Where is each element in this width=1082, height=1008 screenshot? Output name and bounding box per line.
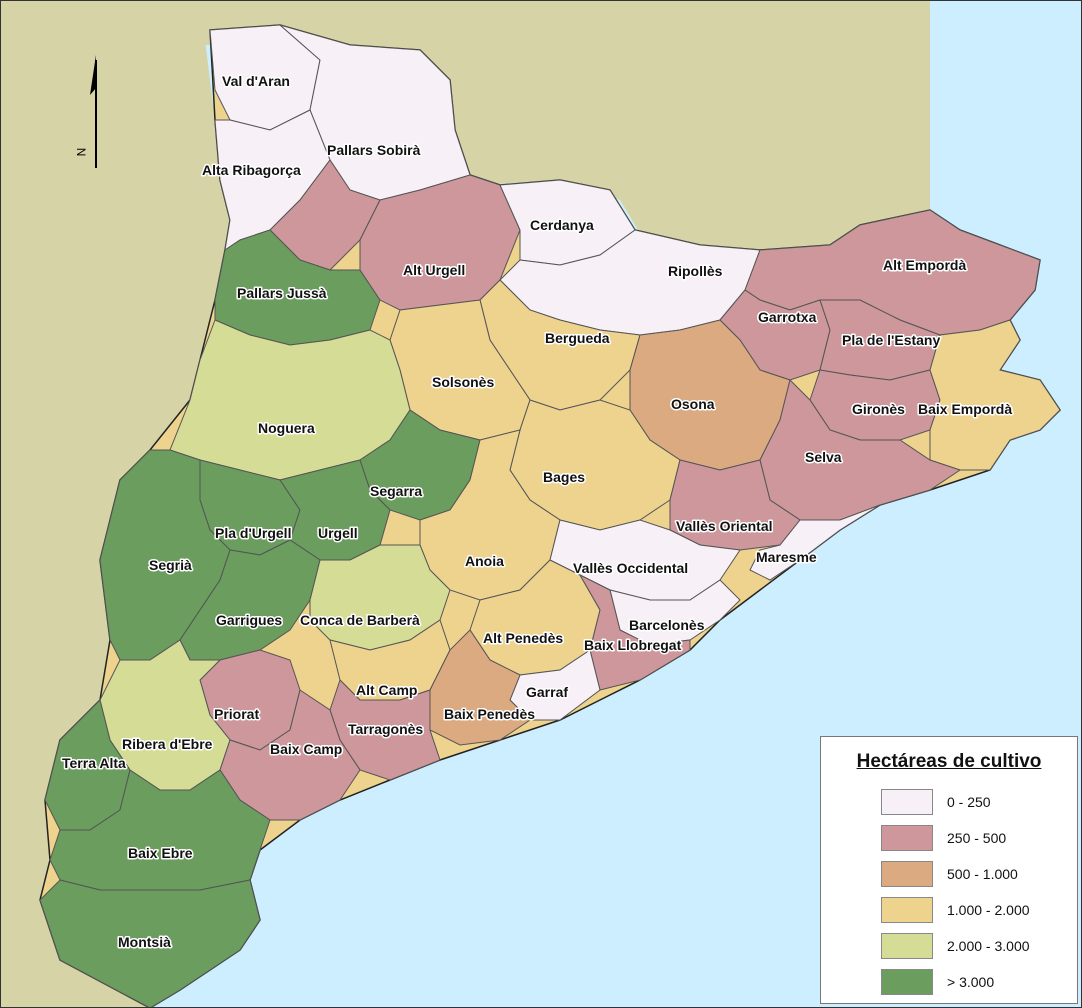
label-baix-penedes: Baix Penedès: [444, 706, 535, 722]
label-alt-penedes: Alt Penedès: [483, 630, 563, 646]
label-maresme: Maresme: [756, 549, 817, 565]
legend-label: 250 - 500: [947, 830, 1007, 846]
legend-label: 1.000 - 2.000: [947, 902, 1030, 918]
label-cerdanya: Cerdanya: [530, 217, 594, 233]
legend: Hectáreas de cultivo 0 - 250 250 - 500 5…: [820, 736, 1078, 1004]
label-segria: Segrià: [149, 557, 192, 573]
label-tarragones: Tarragonès: [348, 721, 423, 737]
label-conca-de-barbera: Conca de Barberà: [300, 612, 420, 628]
label-pla-durgell: Pla d'Urgell: [215, 525, 291, 541]
label-baix-emporda: Baix Empordà: [918, 401, 1012, 417]
label-pallars-sobira: Pallars Sobirà: [327, 142, 421, 158]
legend-label: > 3.000: [947, 974, 995, 990]
label-baix-ebre: Baix Ebre: [128, 845, 193, 861]
label-selva: Selva: [805, 449, 842, 465]
label-val-daran: Val d'Aran: [222, 73, 290, 89]
label-montsia: Montsià: [118, 934, 171, 950]
legend-label: 0 - 250: [947, 794, 991, 810]
comarca-labels: Val d'Aran Pallars Sobirà Alta Ribagorça…: [61, 72, 1014, 952]
label-girones: Gironès: [852, 401, 905, 417]
label-bages: Bages: [543, 469, 585, 485]
north-arrow-icon: [90, 55, 97, 168]
legend-item: 0 - 250: [881, 787, 991, 817]
legend-swatch: [881, 969, 933, 995]
label-segarra: Segarra: [370, 483, 422, 499]
label-pallars-jussa: Pallars Jussà: [237, 285, 327, 301]
label-barcelones: Barcelonès: [629, 617, 705, 633]
label-garrotxa: Garrotxa: [758, 309, 817, 325]
label-alta-ribagorca: Alta Ribagorça: [202, 162, 301, 178]
legend-item: 2.000 - 3.000: [881, 931, 1030, 961]
label-garraf: Garraf: [526, 684, 568, 700]
region-montsia: [39, 879, 261, 1008]
label-valles-oriental: Vallès Oriental: [676, 518, 773, 534]
region-baix-penedes: [429, 629, 531, 746]
legend-swatch: [881, 933, 933, 959]
label-noguera: Noguera: [258, 420, 315, 436]
label-garrigues: Garrigues: [216, 612, 282, 628]
north-label: N: [74, 147, 89, 157]
legend-item: 250 - 500: [881, 823, 1006, 853]
legend-swatch: [881, 861, 933, 887]
region-maresme: [749, 504, 881, 581]
label-alt-urgell: Alt Urgell: [403, 262, 465, 278]
label-urgell: Urgell: [318, 525, 358, 541]
label-ribera-debre: Ribera d'Ebre: [122, 736, 213, 752]
outside-land-top: [0, 0, 930, 45]
legend-swatch: [881, 897, 933, 923]
comarca-regions: [39, 24, 1061, 1008]
legend-swatch: [881, 825, 933, 851]
legend-item: 1.000 - 2.000: [881, 895, 1030, 925]
legend-label: 2.000 - 3.000: [947, 938, 1030, 954]
label-ripolles: Ripollès: [668, 263, 723, 279]
legend-swatch: [881, 789, 933, 815]
outside-land-west: [0, 0, 230, 1008]
label-priorat: Priorat: [214, 706, 259, 722]
region-baix-emporda: [929, 319, 1061, 471]
legend-item: 500 - 1.000: [881, 859, 1018, 889]
legend-item: > 3.000: [881, 967, 994, 997]
label-baix-llobregat: Baix Llobregat: [584, 637, 682, 653]
legend-label: 500 - 1.000: [947, 866, 1018, 882]
label-alt-emporda: Alt Empordà: [883, 257, 966, 273]
label-valles-occidental: Vallès Occidental: [573, 560, 688, 576]
label-pla-de-lestany: Pla de l'Estany: [842, 332, 940, 348]
label-bergueda: Bergueda: [545, 330, 610, 346]
label-solsones: Solsonès: [432, 374, 494, 390]
region-baix-llobregat: [578, 573, 691, 691]
label-terra-alta: Terra Alta: [62, 755, 126, 771]
legend-title: Hectáreas de cultivo: [856, 751, 1042, 772]
label-alt-camp: Alt Camp: [356, 682, 417, 698]
label-anoia: Anoia: [465, 553, 504, 569]
label-baix-camp: Baix Camp: [270, 741, 342, 757]
label-osona: Osona: [671, 396, 715, 412]
